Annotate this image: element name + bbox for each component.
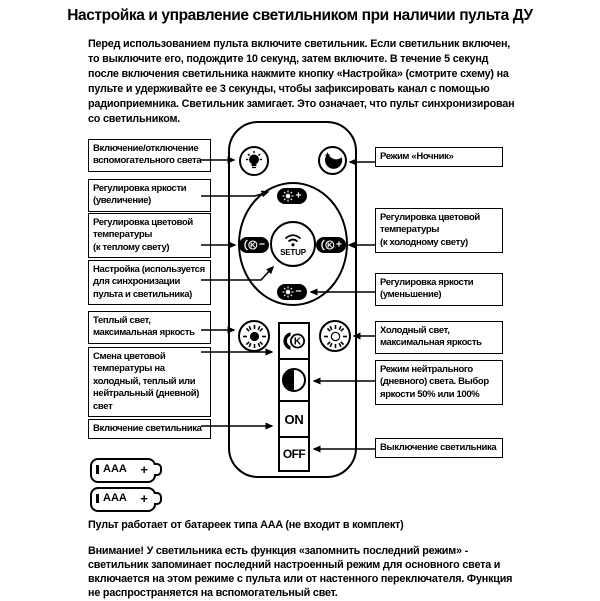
- callout-temp-cycle: Смена цветовой температуры на холодный, …: [88, 347, 211, 418]
- crescent-k-icon: K: [244, 239, 258, 251]
- crescent-k-icon: K: [283, 332, 305, 350]
- contrast-icon: [282, 368, 306, 392]
- minus-sign: −: [258, 238, 266, 251]
- callout-night-mode: Режим «Ночник»: [375, 147, 503, 168]
- intro-paragraph: Перед использованием пульта включите све…: [88, 38, 515, 125]
- brightness-minus-button: −: [277, 284, 307, 300]
- setup-label: SETUP: [280, 247, 306, 257]
- callout-light-off: Выключение светильника: [375, 438, 503, 459]
- temp-warm-button: K −: [239, 237, 269, 253]
- on-label: ON: [284, 411, 304, 427]
- cold-light-indicator: [319, 320, 351, 352]
- setup-button: SETUP: [270, 221, 316, 267]
- battery-plus-sign: +: [140, 491, 148, 506]
- wifi-icon: [284, 233, 302, 246]
- callout-aux-light-toggle: Включение/отключение вспомогательного св…: [88, 139, 211, 172]
- battery-plus-sign: +: [140, 462, 148, 477]
- moon-star-icon: [324, 151, 342, 169]
- battery-nub: [154, 463, 162, 476]
- battery-terminal: [96, 465, 99, 474]
- battery-aaa: AAA +: [90, 487, 162, 512]
- svg-text:K: K: [250, 241, 256, 250]
- callout-light-on: Включение светильника: [88, 419, 211, 440]
- callout-brightness-decrease: Регулировка яркости (уменьшение): [375, 273, 503, 306]
- battery-label: AAA: [103, 463, 127, 475]
- minus-sign: −: [295, 285, 302, 298]
- warm-light-indicator: [238, 320, 270, 352]
- callout-temp-warm: Регулировка цветовой температуры (к тепл…: [88, 213, 211, 259]
- callout-cold-max-brightness: Холодный свет, максимальная яркость: [375, 321, 503, 354]
- battery-terminal: [96, 494, 99, 503]
- page-title: Настройка и управление светильником при …: [67, 7, 533, 24]
- off-label: OFF: [282, 447, 306, 461]
- callout-neutral-mode: Режим нейтрального (дневного) света. Выб…: [375, 360, 503, 406]
- battery-note: Пульт работает от батареек типа AAA (не …: [88, 519, 404, 531]
- svg-text:K: K: [327, 241, 333, 250]
- aux-light-button: [239, 146, 269, 176]
- on-button: ON: [278, 400, 310, 438]
- callout-brightness-increase: Регулировка яркости (увеличение): [88, 179, 211, 212]
- svg-text:K: K: [294, 337, 302, 348]
- plus-sign: +: [335, 238, 343, 251]
- temp-cold-button: K +: [316, 237, 346, 253]
- crescent-k-icon: K: [321, 239, 335, 251]
- night-mode-button: [318, 146, 347, 175]
- sun-icon: [282, 286, 295, 298]
- battery-aaa: AAA +: [90, 458, 162, 483]
- sun-outline-icon: [323, 324, 347, 348]
- sun-icon: [282, 190, 295, 202]
- plus-sign: +: [295, 189, 302, 202]
- battery-nub: [154, 492, 162, 505]
- brightness-plus-button: +: [277, 188, 307, 204]
- battery-label: AAA: [103, 492, 127, 504]
- off-button: OFF: [278, 436, 310, 472]
- callout-setup: Настройка (используется для синхронизаци…: [88, 260, 211, 306]
- bulb-icon: [246, 151, 262, 169]
- sun-filled-icon: [242, 324, 266, 348]
- callout-warm-max-brightness: Теплый свет, максимальная яркость: [88, 311, 211, 344]
- warning-note: Внимание! У светильника есть функция «за…: [88, 545, 513, 599]
- callout-temp-cold: Регулировка цветовой температуры (к холо…: [375, 208, 503, 254]
- neutral-mode-button: [278, 358, 310, 402]
- temp-cycle-button: K: [278, 322, 310, 360]
